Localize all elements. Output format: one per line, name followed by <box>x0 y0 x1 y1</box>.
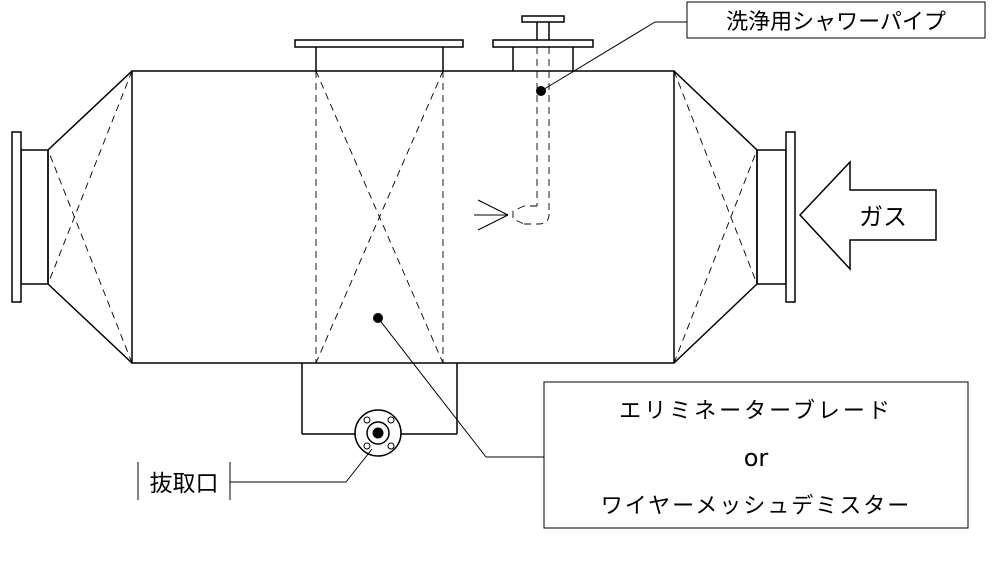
drain-label: 抜取口 <box>150 471 219 497</box>
gas-label: ガス <box>859 203 907 231</box>
vessel-body <box>131 70 675 364</box>
drain-flange <box>354 409 402 457</box>
element-leader: エリミネーターブレード or ワイヤーメッシュデミスター <box>373 313 969 529</box>
shower-pipe-leader: 洗浄用シャワーパイプ <box>536 1 986 96</box>
drain-leader: 抜取口 <box>137 448 373 500</box>
element-label-line3: ワイヤーメッシュデミスター <box>601 494 911 519</box>
top-access-nozzle <box>294 39 464 71</box>
shower-pipe-nozzle <box>492 15 594 71</box>
inlet-nozzle-right <box>673 70 796 364</box>
gas-arrow: ガス <box>798 160 937 271</box>
shower-pipe <box>474 47 550 231</box>
element-label-line2: or <box>744 444 769 472</box>
element-label-line1: エリミネーターブレード <box>619 399 893 424</box>
shower-pipe-label: 洗浄用シャワーパイプ <box>726 10 946 35</box>
outlet-nozzle-left <box>11 70 133 364</box>
demister-element <box>315 70 444 364</box>
